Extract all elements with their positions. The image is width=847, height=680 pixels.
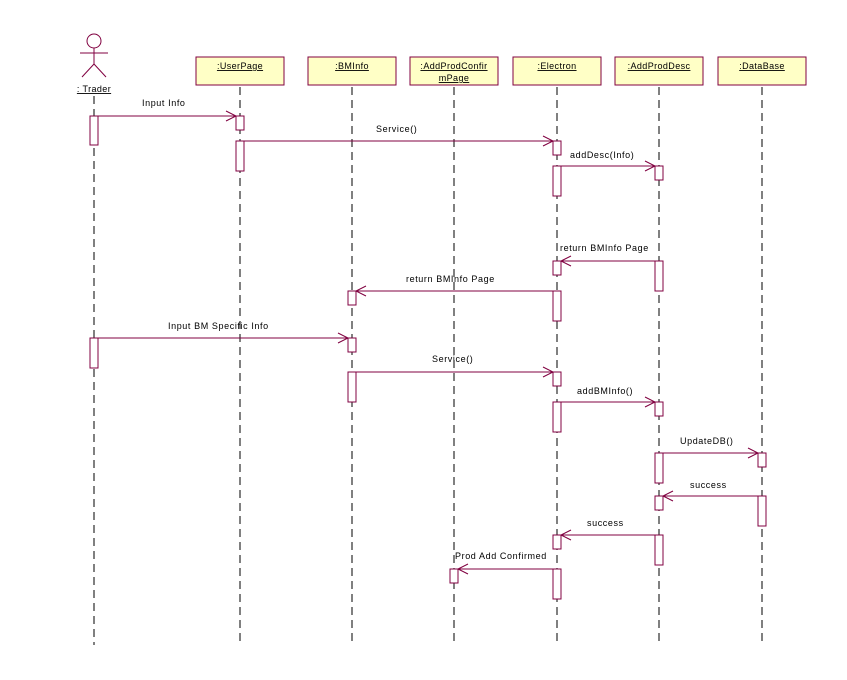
- message-label: success: [690, 480, 727, 490]
- message-label: Service(): [376, 124, 417, 134]
- message-add-bminfo: addBMInfo(): [561, 386, 657, 408]
- message-label: return BMInfo Page: [406, 274, 495, 284]
- object-box: [307, 56, 397, 86]
- object-box: [717, 56, 807, 86]
- message-label: Prod Add Confirmed: [455, 551, 547, 561]
- object-label: :UserPage: [217, 61, 263, 71]
- object-box: [512, 56, 602, 86]
- arrowhead: [559, 529, 572, 541]
- activation-userpage-2: [235, 140, 245, 172]
- actor-head: [86, 33, 102, 49]
- activation-electron-3: [552, 260, 562, 276]
- activation-addproddesc-4: [654, 452, 664, 484]
- message-add-desc: addDesc(Info): [561, 150, 657, 172]
- message-return-bminfo-page-2: return BMInfo Page: [354, 274, 553, 297]
- message-update-db: UpdateDB(): [663, 436, 760, 459]
- messages: Input Info Service() addDesc(Info) retur…: [98, 98, 760, 575]
- object-label: :AddProdDesc: [628, 61, 691, 71]
- object-label-line-2: mPage: [439, 73, 470, 83]
- object-label: :Electron: [537, 61, 576, 71]
- actor-trader: : Trader: [77, 33, 111, 94]
- activation-addprodconfirmpage-1: [449, 568, 459, 584]
- object-electron: :Electron: [512, 56, 602, 86]
- message-input-info: Input Info: [98, 98, 238, 122]
- arrowhead: [542, 135, 555, 147]
- arrowhead: [456, 563, 469, 575]
- activation-bminfo-2: [347, 337, 357, 353]
- activation-electron-6: [552, 401, 562, 433]
- object-label: :DataBase: [739, 61, 785, 71]
- object-label: :BMInfo: [335, 61, 369, 71]
- activation-bminfo-1: [347, 290, 357, 306]
- object-box: [614, 56, 704, 86]
- activation-addproddesc-6: [654, 534, 664, 566]
- arrowhead: [337, 332, 350, 344]
- activation-addproddesc-2: [654, 260, 664, 292]
- message-label: success: [587, 518, 624, 528]
- activation-trader-2: [89, 337, 99, 369]
- activation-addproddesc-1: [654, 165, 664, 181]
- message-label: addDesc(Info): [570, 150, 634, 160]
- object-addproddesc: :AddProdDesc: [614, 56, 704, 86]
- message-label: Input BM Specific Info: [168, 321, 269, 331]
- object-box: [195, 56, 285, 86]
- activation-addproddesc-3: [654, 401, 664, 417]
- message-label: Service(): [432, 354, 473, 364]
- arrowhead: [661, 490, 674, 502]
- arrowhead: [747, 447, 760, 459]
- object-box: [409, 56, 499, 86]
- activation-electron-4: [552, 290, 562, 322]
- message-service-2: Service(): [356, 354, 555, 378]
- arrowhead: [644, 396, 657, 408]
- activations: [89, 115, 767, 600]
- activation-electron-5: [552, 371, 562, 387]
- object-addprodconfirmpage: :AddProdConfir mPage: [409, 56, 499, 86]
- message-label: return BMInfo Page: [560, 243, 649, 253]
- arrowhead: [354, 285, 367, 297]
- activation-userpage-1: [235, 115, 245, 131]
- activation-electron-8: [552, 568, 562, 600]
- activation-addproddesc-5: [654, 495, 664, 511]
- arrowhead: [644, 160, 657, 172]
- activation-trader-1: [89, 115, 99, 146]
- object-userpage: :UserPage: [195, 56, 285, 86]
- actor-leg-left: [81, 63, 95, 78]
- object-label-line-1: :AddProdConfir: [420, 61, 487, 71]
- object-bminfo: :BMInfo: [307, 56, 397, 86]
- actor-label: : Trader: [77, 84, 111, 94]
- activation-electron-7: [552, 534, 562, 550]
- object-database: :DataBase: [717, 56, 807, 86]
- arrowhead: [225, 110, 238, 122]
- message-label: Input Info: [142, 98, 186, 108]
- activation-electron-1: [552, 140, 562, 156]
- activation-database-1: [757, 452, 767, 468]
- message-label: addBMInfo(): [577, 386, 633, 396]
- message-return-bminfo-page-1: return BMInfo Page: [559, 243, 655, 267]
- activation-electron-2: [552, 165, 562, 197]
- message-success-2: success: [559, 518, 655, 541]
- message-prod-add-confirmed: Prod Add Confirmed: [455, 551, 553, 575]
- message-success-1: success: [661, 480, 758, 502]
- message-service-1: Service(): [244, 124, 555, 147]
- activation-bminfo-3: [347, 371, 357, 403]
- message-input-bm-specific-info: Input BM Specific Info: [98, 321, 350, 344]
- message-label: UpdateDB(): [680, 436, 734, 446]
- arrowhead: [542, 366, 555, 378]
- objects: :UserPage :BMInfo :AddProdConfir mPage :…: [195, 56, 807, 86]
- arrowhead: [559, 255, 572, 267]
- actor-leg-right: [93, 63, 107, 78]
- activation-database-2: [757, 495, 767, 527]
